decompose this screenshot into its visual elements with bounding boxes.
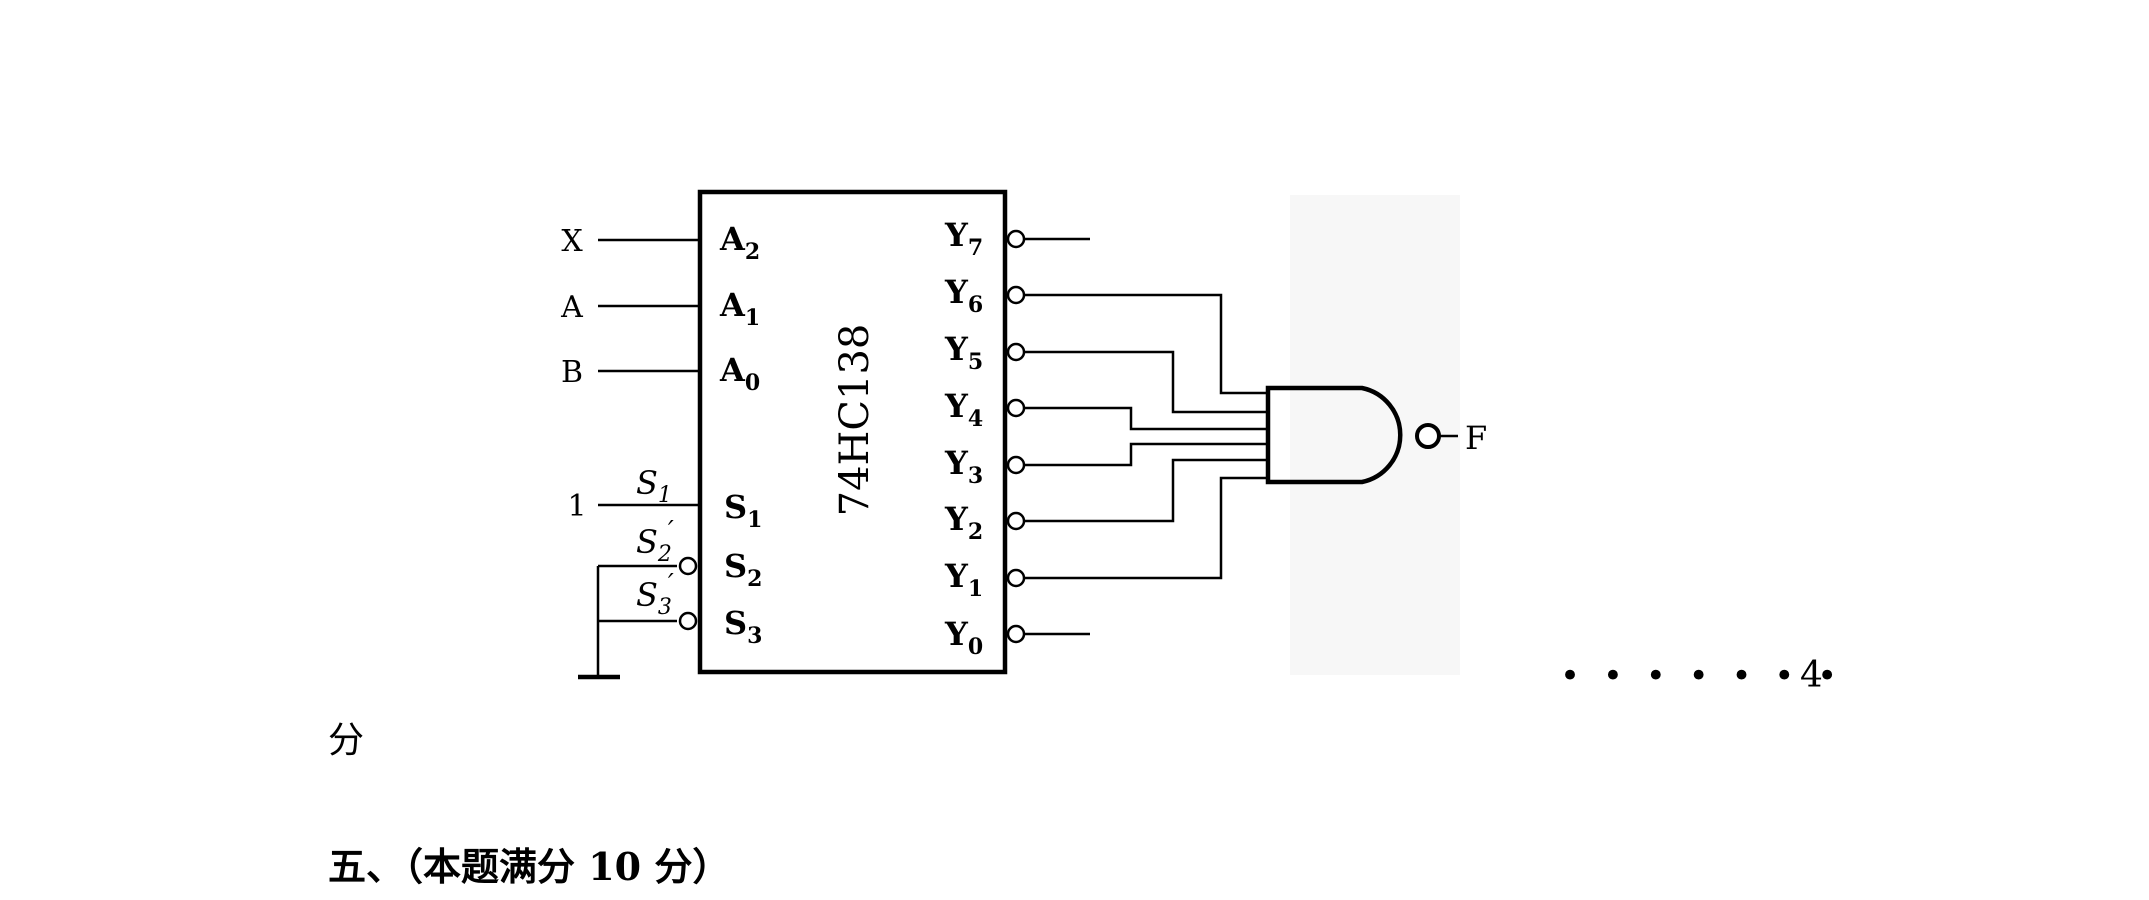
chip-label: 74HC138 — [832, 324, 878, 517]
y4-inversion-bubble — [1006, 398, 1026, 418]
nand-inversion-bubble — [1415, 423, 1441, 449]
pin-s1-label: S1 — [724, 488, 762, 533]
s3-signal-label: S3′ — [636, 569, 674, 620]
pin-y2-label: Y2 — [944, 500, 983, 545]
pin-y6-label: Y6 — [944, 273, 983, 318]
y2-wire — [1024, 458, 1268, 523]
output-bubbles — [1006, 229, 1026, 644]
section-heading: 五、（本题满分 10 分） — [328, 844, 730, 889]
pin-y1-label: Y1 — [944, 557, 983, 602]
y3-inversion-bubble — [1006, 455, 1026, 475]
y1-inversion-bubble — [1006, 568, 1026, 588]
y6-inversion-bubble — [1006, 285, 1026, 305]
y5-wire — [1024, 350, 1268, 414]
b-input-label: B — [561, 355, 583, 390]
pin-y0-label: Y0 — [944, 615, 983, 660]
nand-gate — [1265, 385, 1403, 485]
s1-signal-label: S1 — [636, 464, 672, 508]
y1-wire — [1024, 476, 1268, 580]
s2-signal-label: S2′ — [636, 516, 674, 567]
pin-y5-label: Y5 — [944, 330, 983, 375]
y4-wire — [1024, 406, 1268, 431]
y6-wire — [1024, 293, 1268, 395]
y5-inversion-bubble — [1006, 342, 1026, 362]
pin-y3-label: Y3 — [944, 444, 983, 489]
score-points: 4 — [1800, 655, 1823, 696]
pin-s3-label: S3 — [724, 604, 762, 649]
decoder-chip-body — [697, 189, 1008, 675]
a-input-label: A — [560, 290, 583, 325]
score-leader-dots: • • • • • • • — [1560, 656, 1843, 696]
s2-inversion-bubble — [678, 556, 698, 576]
pin-y4-label: Y4 — [944, 387, 983, 432]
x-input-label: X — [561, 224, 583, 259]
pin-a0-label: A0 — [719, 351, 760, 396]
pin-s2-label: S2 — [724, 547, 762, 592]
pin-a2-label: A2 — [719, 220, 760, 265]
y2-inversion-bubble — [1006, 511, 1026, 531]
pin-y7-label: Y7 — [944, 216, 983, 261]
pin-a1-label: A1 — [719, 286, 760, 331]
continuation-text: 分 — [328, 720, 364, 761]
one-input-label: 1 — [567, 489, 586, 524]
y3-wire — [1024, 442, 1268, 467]
y0-inversion-bubble — [1006, 624, 1026, 644]
f-output-label: F — [1465, 419, 1487, 457]
s3-inversion-bubble — [678, 611, 698, 631]
y7-inversion-bubble — [1006, 229, 1026, 249]
